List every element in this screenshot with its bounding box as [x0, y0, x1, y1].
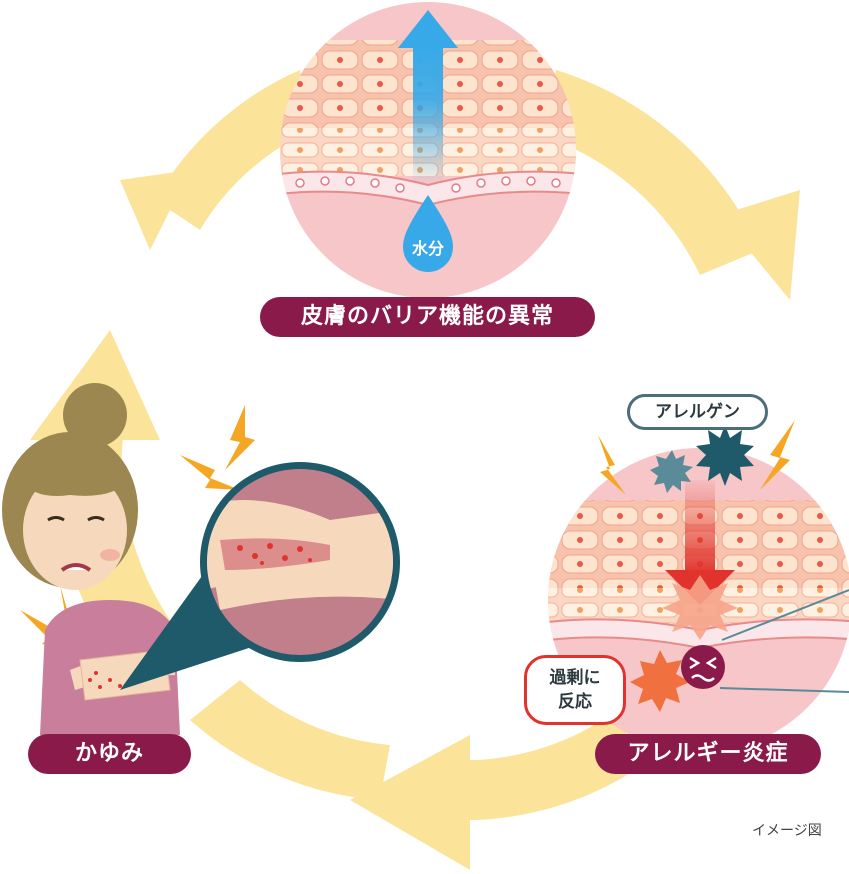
image-caption: イメージ図 [752, 823, 822, 839]
allergic-inflammation-label: アレルギー炎症 [595, 734, 821, 774]
overreaction-line-2: 反応 [558, 692, 592, 712]
angry-cell-icon [681, 645, 725, 689]
pointer-lines [719, 589, 849, 693]
overreaction-note: 過剰に 反応 [524, 655, 626, 725]
water-label: 水分 [411, 239, 444, 258]
inflammation-bursts [630, 575, 738, 712]
barrier-abnormality-label: 皮膚のバリア機能の異常 [260, 297, 595, 337]
allergen-particles [650, 425, 754, 493]
allergen-tag: アレルゲン [627, 394, 768, 430]
woman-illustration [2, 383, 180, 735]
overreaction-line-1: 過剰に [549, 668, 601, 688]
itch-label: かゆみ [28, 734, 191, 774]
water-drop-icon [403, 195, 453, 272]
water-escape-arrow [398, 10, 458, 185]
zoom-skin-lens [200, 462, 400, 662]
